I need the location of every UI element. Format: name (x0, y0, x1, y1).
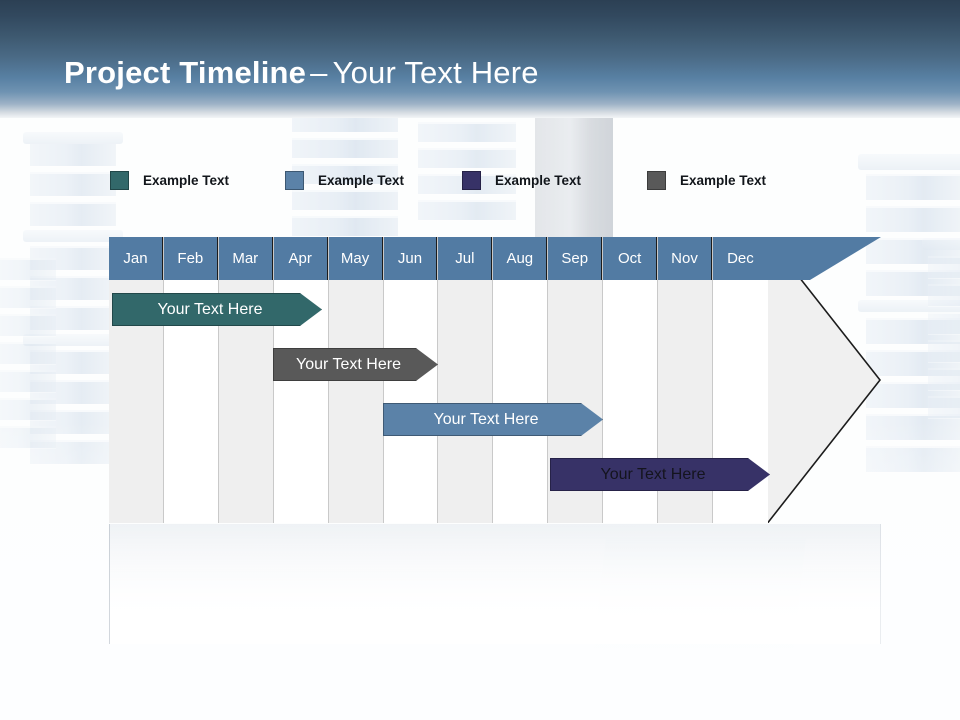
month-header-label: May (328, 237, 383, 280)
month-header-label: Oct (603, 237, 658, 280)
legend-item-label: Example Text (318, 173, 405, 188)
month-header-label: Mar (218, 237, 273, 280)
building-right-far-icon (922, 238, 960, 458)
page-title-strong: Project Timeline (64, 55, 307, 90)
legend: Example Text Example Text Example Text E… (0, 170, 960, 192)
month-column-feb: Feb (163, 237, 219, 523)
month-header-label: Jan (109, 237, 163, 280)
month-header-label: Apr (273, 237, 328, 280)
legend-item-label: Example Text (495, 173, 582, 188)
timeline-bar[interactable]: Your Text Here (273, 348, 438, 381)
page-title: Project Timeline–Your Text Here (64, 57, 539, 88)
timeline-bar[interactable]: Your Text Here (383, 403, 603, 436)
timeline-bar[interactable]: Your Text Here (550, 458, 770, 491)
legend-swatch-blue-icon (285, 171, 304, 190)
month-header-label: Aug (493, 237, 548, 280)
title-band: Project Timeline–Your Text Here (0, 0, 960, 118)
legend-swatch-teal-icon (110, 171, 129, 190)
timeline-bar-label: Your Text Here (296, 355, 401, 373)
page-title-light: Your Text Here (332, 55, 539, 90)
month-column-jul: Jul (438, 237, 494, 523)
month-header-label: Sep (548, 237, 603, 280)
timeline-bar-label: Your Text Here (600, 465, 706, 483)
month-header-label: Feb (163, 237, 218, 280)
month-column-mar: Mar (218, 237, 274, 523)
timeline-chart: Jan Feb Mar Apr May Jun Jul Aug Sep Oct … (109, 237, 881, 523)
month-column-jan: Jan (109, 237, 164, 523)
legend-swatch-navy-icon (462, 171, 481, 190)
month-column-aug: Aug (493, 237, 549, 523)
building-left-far-icon (0, 258, 56, 448)
month-header-label: Jun (383, 237, 438, 280)
legend-item-label: Example Text (143, 173, 230, 188)
timeline-bar[interactable]: Your Text Here (112, 293, 322, 326)
month-header-label: Dec (712, 237, 768, 280)
month-header-label: Nov (658, 237, 712, 280)
legend-item-label: Example Text (680, 173, 767, 188)
month-header-arrow-tip (768, 237, 881, 280)
timeline-bar-label: Your Text Here (157, 300, 263, 318)
month-header-label: Jul (438, 237, 493, 280)
page-title-dash: – (310, 55, 328, 90)
timeline-bar-label: Your Text Here (433, 410, 539, 428)
building-behind-table-icon (594, 538, 806, 648)
legend-swatch-gray-icon (647, 171, 666, 190)
